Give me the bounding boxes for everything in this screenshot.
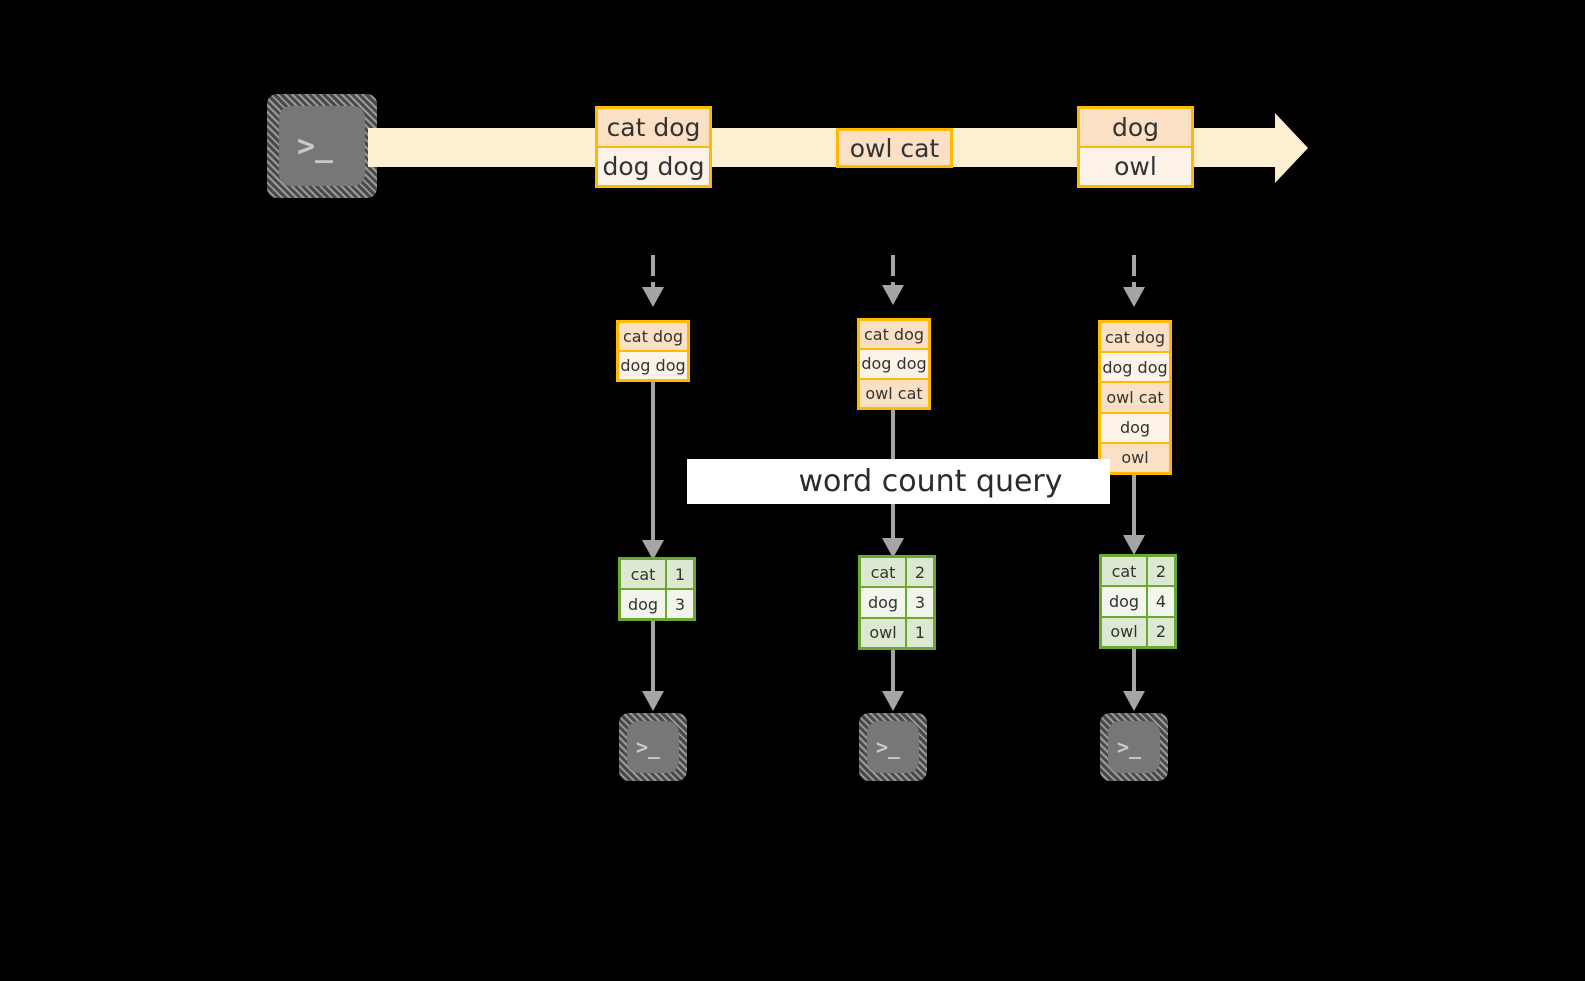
accumulated-line: dog dog (860, 350, 928, 380)
query-connector-line (1132, 475, 1136, 537)
snapshot-2-result-table: cat 2 dog 3 owl 1 (858, 555, 936, 650)
dashed-connector-arrowhead (1123, 287, 1145, 307)
sink-connector-arrowhead (642, 691, 664, 711)
result-count: 2 (907, 558, 933, 587)
record-line: owl (1080, 148, 1191, 185)
result-count: 1 (907, 618, 933, 647)
result-row: owl 1 (861, 618, 933, 647)
accumulated-line: cat dog (860, 321, 928, 351)
result-row: dog 3 (861, 588, 933, 619)
result-row: cat 2 (1102, 557, 1174, 588)
terminal-prompt-glyph: >_ (636, 735, 661, 759)
snapshot-1-sink-terminal-icon: >_ (619, 713, 687, 781)
result-count: 2 (1148, 557, 1174, 586)
terminal-face (867, 721, 919, 773)
accumulated-line: cat dog (619, 323, 687, 352)
snapshot-2-sink-terminal-icon: >_ (859, 713, 927, 781)
snapshot-3-result-table: cat 2 dog 4 owl 2 (1099, 554, 1177, 649)
stream-record-2: owl cat (836, 128, 953, 168)
sink-connector-arrowhead (1123, 691, 1145, 711)
dashed-connector-segment (1132, 255, 1136, 276)
query-connector-arrowhead (642, 540, 664, 560)
result-word: owl (1102, 617, 1148, 646)
record-line: owl cat (839, 131, 950, 165)
result-word: cat (1102, 557, 1148, 586)
sink-connector-line (651, 621, 655, 693)
snapshot-1-accumulated-box: cat dog dog dog (616, 320, 690, 382)
stream-record-1: cat dog dog dog (595, 106, 712, 188)
snapshot-2-accumulated-box: cat dog dog dog owl cat (857, 318, 931, 410)
dashed-connector-segment (651, 255, 655, 276)
query-banner: word count query (687, 459, 1110, 504)
dashed-connector-segment (651, 282, 655, 290)
accumulated-line: owl cat (1101, 383, 1169, 414)
record-line: dog dog (598, 148, 709, 185)
result-count: 3 (667, 590, 693, 618)
result-word: dog (861, 588, 907, 617)
accumulated-line: dog (1101, 413, 1169, 444)
result-word: dog (621, 590, 667, 618)
result-word: dog (1102, 587, 1148, 616)
source-terminal-icon: >_ (267, 94, 377, 198)
accumulated-line: owl (1101, 443, 1169, 473)
result-word: cat (621, 560, 667, 588)
snapshot-3-accumulated-box: cat dog dog dog owl cat dog owl (1098, 320, 1172, 475)
result-word: cat (861, 558, 907, 587)
dashed-connector-arrowhead (642, 287, 664, 307)
snapshot-1-result-table: cat 1 dog 3 (618, 557, 696, 621)
record-line: dog (1080, 109, 1191, 148)
sink-connector-line (1132, 649, 1136, 693)
sink-connector-line (891, 650, 895, 693)
result-word: owl (861, 618, 907, 647)
dashed-connector-segment (1132, 282, 1136, 290)
query-banner-label: word count query (798, 464, 1063, 499)
accumulated-line: dog dog (619, 352, 687, 379)
result-count: 2 (1148, 617, 1174, 646)
terminal-prompt-glyph: >_ (876, 735, 901, 759)
query-connector-arrowhead (882, 538, 904, 558)
result-row: dog 4 (1102, 587, 1174, 618)
result-count: 4 (1148, 587, 1174, 616)
result-row: dog 3 (621, 590, 693, 618)
dashed-connector-arrowhead (882, 285, 904, 305)
result-row: owl 2 (1102, 617, 1174, 646)
terminal-prompt-glyph: >_ (1117, 735, 1142, 759)
query-connector-arrowhead (1123, 535, 1145, 555)
accumulated-line: dog dog (1101, 353, 1169, 384)
terminal-face (627, 721, 679, 773)
sink-connector-arrowhead (882, 691, 904, 711)
record-line: cat dog (598, 109, 709, 148)
accumulated-line: owl cat (860, 379, 928, 407)
stream-record-3: dog owl (1077, 106, 1194, 188)
result-row: cat 2 (861, 558, 933, 589)
snapshot-3-sink-terminal-icon: >_ (1100, 713, 1168, 781)
result-row: cat 1 (621, 560, 693, 590)
result-count: 1 (667, 560, 693, 588)
dashed-connector-segment (891, 255, 895, 276)
terminal-prompt-glyph: >_ (297, 129, 334, 164)
terminal-face (279, 106, 365, 186)
terminal-face (1108, 721, 1160, 773)
query-connector-line (651, 382, 655, 542)
accumulated-line: cat dog (1101, 323, 1169, 354)
result-count: 3 (907, 588, 933, 617)
stream-arrow-head (1275, 113, 1311, 183)
